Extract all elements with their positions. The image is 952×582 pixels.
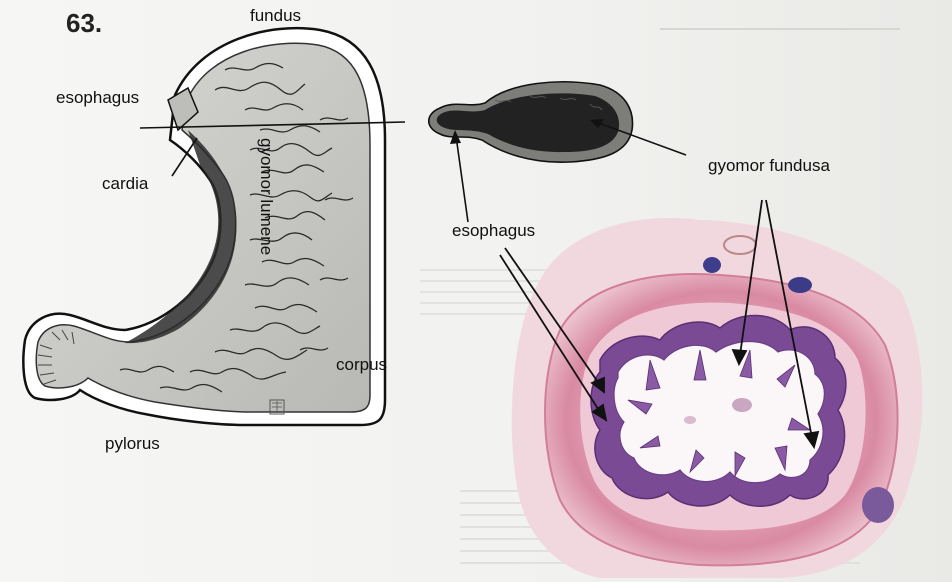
- fundusa-pointer-schematic: [595, 121, 687, 156]
- label-esophagus-right: esophagus: [452, 221, 536, 240]
- cross-section-schematic: [427, 81, 634, 163]
- schematic-lumen: [436, 93, 620, 153]
- histology-micrograph: [511, 218, 923, 579]
- pyloric-folds: [37, 329, 75, 385]
- label-lumen: gyomor lumene: [257, 138, 276, 256]
- figure-number: 63.: [66, 8, 103, 38]
- cardia-pointer: [171, 137, 198, 177]
- stomach-drawing: [22, 26, 387, 427]
- section-plane-line: [139, 121, 406, 129]
- esophagus-schematic-arrowhead: [450, 130, 461, 144]
- esophageal-lumen: [613, 341, 825, 484]
- gland-bottom: [862, 487, 894, 523]
- artist-stamp: [269, 399, 285, 415]
- blood-vessel-1: [703, 257, 721, 273]
- label-fundus: fundus: [250, 6, 302, 25]
- bleed-through-text-1: [660, 14, 900, 30]
- fundusa-pointer-arrowhead: [590, 119, 604, 128]
- label-corpus: corpus: [336, 355, 388, 374]
- esophagus-tube: [167, 86, 199, 132]
- blood-vessel-2: [788, 277, 812, 293]
- lumen-debris: [732, 398, 752, 412]
- label-esophagus-left: esophagus: [56, 88, 140, 107]
- lesser-curvature-shading: [125, 130, 237, 344]
- label-pylorus: pylorus: [105, 434, 160, 453]
- micrograph-pointers: [499, 199, 820, 450]
- mucosal-projections: [627, 349, 812, 478]
- esophagus-pointer-schematic: [455, 135, 469, 223]
- gastric-rugae: [119, 62, 354, 393]
- label-gyomor-fundusa: gyomor fundusa: [708, 156, 830, 175]
- label-cardia: cardia: [102, 174, 149, 193]
